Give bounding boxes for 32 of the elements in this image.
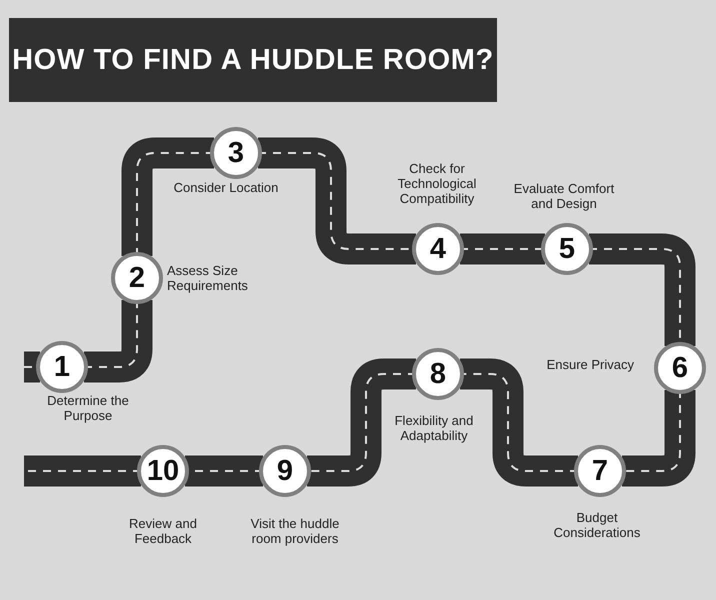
- step-label: Evaluate Comfort and Design: [514, 181, 614, 211]
- road-segment: [460, 234, 545, 264]
- road-segment: [24, 352, 40, 382]
- step-marker: 10: [137, 445, 189, 497]
- step-marker: 5: [541, 223, 593, 275]
- step-label: Determine the Purpose: [47, 393, 129, 423]
- step-marker: 6: [654, 342, 706, 394]
- step-label: Budget Considerations: [554, 510, 640, 540]
- step-marker: 2: [111, 252, 163, 304]
- step-label: Flexibility and Adaptability: [394, 413, 474, 443]
- road-segment: [589, 234, 696, 346]
- road-segment: [258, 138, 416, 264]
- road-segment: [307, 358, 416, 486]
- road-segment: [622, 390, 696, 486]
- step-label: Assess Size Requirements: [167, 263, 248, 293]
- step-label: Visit the huddle room providers: [250, 516, 340, 546]
- title-banner: HOW TO FIND A HUDDLE ROOM?: [9, 18, 497, 102]
- road-segment: [185, 456, 263, 486]
- step-marker: 3: [210, 127, 262, 179]
- road-segment: [84, 300, 152, 382]
- step-label: Review and Feedback: [129, 516, 197, 546]
- step-label: Ensure Privacy: [546, 357, 634, 372]
- step-label: Check for Technological Compatibility: [398, 161, 476, 206]
- step-marker: 7: [574, 445, 626, 497]
- road-segment: [122, 138, 214, 256]
- step-marker: 8: [412, 348, 464, 400]
- road-segment: [24, 456, 141, 486]
- step-marker: 1: [36, 341, 88, 393]
- road-segment: [460, 358, 578, 486]
- step-marker: 4: [412, 223, 464, 275]
- step-label: Consider Location: [174, 180, 278, 195]
- step-marker: 9: [259, 445, 311, 497]
